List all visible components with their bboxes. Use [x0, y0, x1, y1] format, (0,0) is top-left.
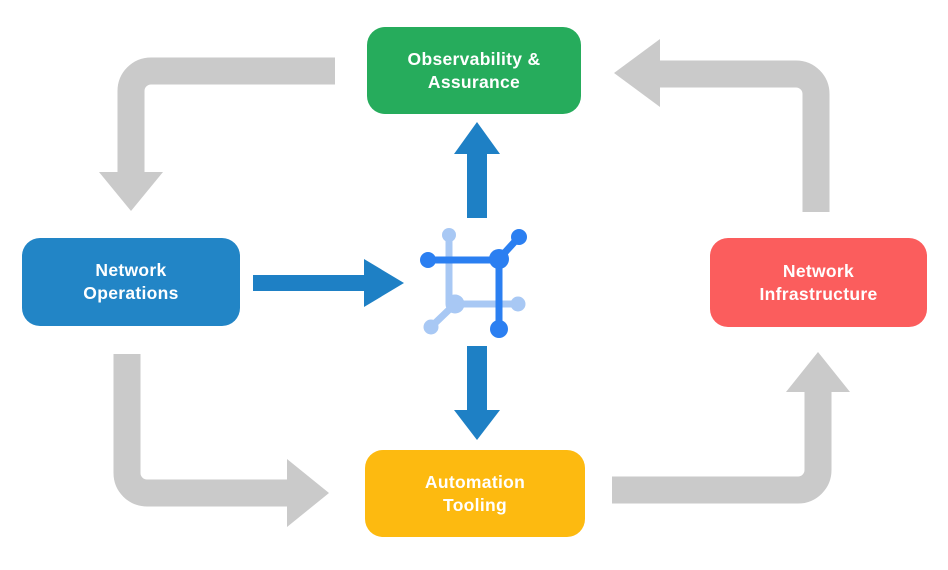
hub-right-node — [510, 296, 526, 312]
arrow-tooling-to-infrastructure — [612, 352, 850, 504]
arrow-infrastructure-to-assurance-shaft — [659, 60, 830, 212]
hub-lower-left-node — [423, 319, 439, 335]
arrow-hub-to-tooling-head — [454, 410, 500, 440]
hub-bottom-left-corner-node — [445, 294, 465, 314]
arrow-operations-to-tooling-shaft — [113, 354, 289, 507]
arrow-assurance-to-operations-shaft — [117, 57, 335, 174]
node-observability-assurance-label: Observability & Assurance — [407, 48, 541, 92]
node-automation-tooling: Automation Tooling — [365, 450, 585, 537]
hub-top-right-corner-node — [489, 249, 509, 269]
arrow-assurance-to-operations-head — [99, 172, 163, 211]
arrow-operations-to-tooling — [113, 354, 329, 527]
arrow-hub-to-tooling-shaft — [467, 346, 487, 413]
arrow-assurance-to-operations — [99, 57, 335, 211]
arrow-hub-to-assurance — [454, 122, 500, 218]
hub-top-node — [442, 228, 456, 242]
arrow-hub-to-assurance-head — [454, 122, 500, 154]
node-observability-assurance: Observability & Assurance — [367, 27, 581, 114]
network-hub-icon — [420, 228, 527, 338]
node-network-operations: Network Operations — [22, 238, 240, 326]
arrow-hub-to-tooling — [454, 346, 500, 440]
node-automation-tooling-label: Automation Tooling — [424, 471, 526, 515]
arrow-operations-to-tooling-head — [287, 459, 329, 527]
arrow-operations-to-hub-shaft — [253, 275, 365, 291]
network-hub-icon-dark-branches — [420, 229, 527, 338]
arrow-infrastructure-to-assurance — [614, 39, 830, 212]
arrow-tooling-to-infrastructure-head — [786, 352, 850, 392]
hub-upper-right-node — [511, 229, 527, 245]
node-network-infrastructure: Network Infrastructure — [710, 238, 927, 327]
arrow-tooling-to-infrastructure-shaft — [612, 390, 832, 504]
arrow-infrastructure-to-assurance-head — [614, 39, 660, 107]
node-network-operations-label: Network Operations — [83, 260, 179, 303]
network-hub-icon-light-branches — [423, 228, 526, 335]
arrow-operations-to-hub — [253, 259, 404, 307]
arrow-operations-to-hub-head — [364, 259, 404, 307]
hub-bottom-node — [490, 320, 508, 338]
hub-left-node — [420, 252, 436, 268]
node-network-infrastructure-label: Network Infrastructure — [759, 260, 878, 304]
arrow-hub-to-assurance-shaft — [467, 151, 487, 218]
